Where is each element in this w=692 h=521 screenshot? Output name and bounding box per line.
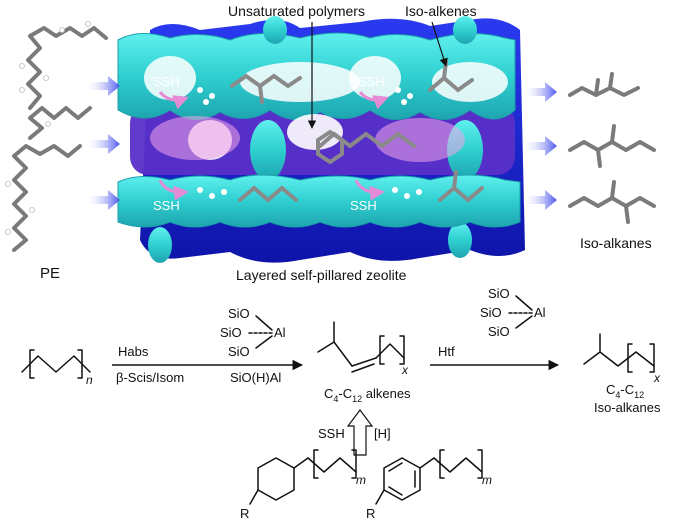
label-unsaturated-polymers: Unsaturated polymers <box>228 3 365 19</box>
pillar-1 <box>250 120 286 180</box>
product2-formula: C4-C12 <box>606 382 644 400</box>
cyclo-subscript-m: m <box>356 473 366 487</box>
active-site-2: SiO SiO SiO Al <box>480 286 546 339</box>
inlet-arrow-3 <box>85 190 120 210</box>
ssh-label-3: SSH <box>153 198 180 213</box>
site2-sio-2: SiO <box>480 305 502 320</box>
active-site-1: SiO SiO SiO Al <box>220 306 286 359</box>
isoalkane-subscript-x: x <box>653 371 661 385</box>
label-layered-zeolite: Layered self-pillared zeolite <box>236 267 407 283</box>
cyclo-R: R <box>240 506 249 521</box>
arrow1-label-habs: Habs <box>118 344 149 359</box>
pe-structure: n <box>22 350 93 387</box>
outlet-arrows <box>522 82 557 210</box>
arrow1-label-sioh: SiO(H)Al <box>230 370 281 385</box>
label-pe: PE <box>40 265 60 282</box>
outlet-arrow-3 <box>522 190 557 210</box>
site1-al: Al <box>274 325 286 340</box>
inlet-arrows <box>85 76 120 210</box>
label-iso-alkanes-top: Iso-alkanes <box>580 235 652 251</box>
up-arrow <box>348 410 372 455</box>
label-iso-alkenes: Iso-alkenes <box>405 3 477 19</box>
outlet-arrow-2 <box>522 136 557 156</box>
outlet-arrow-1 <box>522 82 557 102</box>
arom-subscript-m: m <box>482 473 492 487</box>
isoalkane-structure: x <box>584 334 661 385</box>
pillar-6 <box>453 16 477 44</box>
up-arrow-label-ssh: SSH <box>318 426 345 441</box>
arrow1-label-scis: β-Scis/Isom <box>116 370 184 385</box>
arom-R: R <box>366 506 375 521</box>
pe-chain-3 <box>14 146 80 250</box>
site1-sio-1: SiO <box>228 306 250 321</box>
inlet-arrow-2 <box>85 134 120 154</box>
alkene-structure: x <box>318 322 409 377</box>
benzene-structure: m R <box>366 450 492 521</box>
up-arrow-label-h: [H] <box>374 426 391 441</box>
ssh-label-1: SSH <box>153 74 180 89</box>
site1-sio-2: SiO <box>220 325 242 340</box>
arrow2-label-htf: Htf <box>438 344 455 359</box>
site2-sio-1: SiO <box>488 286 510 301</box>
site2-sio-3: SiO <box>488 324 510 339</box>
product1-label: C4-C12 alkenes <box>324 386 411 404</box>
pillar-4 <box>448 222 472 258</box>
pe-chains <box>14 28 106 250</box>
zeolite-illustration: SSH SSH SSH SSH <box>118 16 525 263</box>
cyclohexane-structure: m R <box>240 450 366 521</box>
alkene-subscript-x: x <box>401 363 409 377</box>
product2-name: Iso-alkanes <box>594 400 661 415</box>
ssh-label-4: SSH <box>350 198 377 213</box>
site2-al: Al <box>534 305 546 320</box>
pe-subscript-n: n <box>86 373 93 387</box>
ssh-label-2: SSH <box>358 74 385 89</box>
site1-sio-3: SiO <box>228 344 250 359</box>
pillar-3 <box>148 227 172 263</box>
pore-top-2 <box>240 62 360 102</box>
isoalkane-molecules <box>570 74 654 222</box>
pillar-5 <box>263 16 287 44</box>
pe-chain-2 <box>30 108 90 138</box>
inlet-arrow-1 <box>85 76 120 96</box>
pe-chain-1 <box>28 28 106 108</box>
pink-cloud-1 <box>150 116 240 160</box>
reaction-scheme: n Habs β-Scis/Isom SiO(H)Al SiO SiO SiO … <box>22 286 661 521</box>
